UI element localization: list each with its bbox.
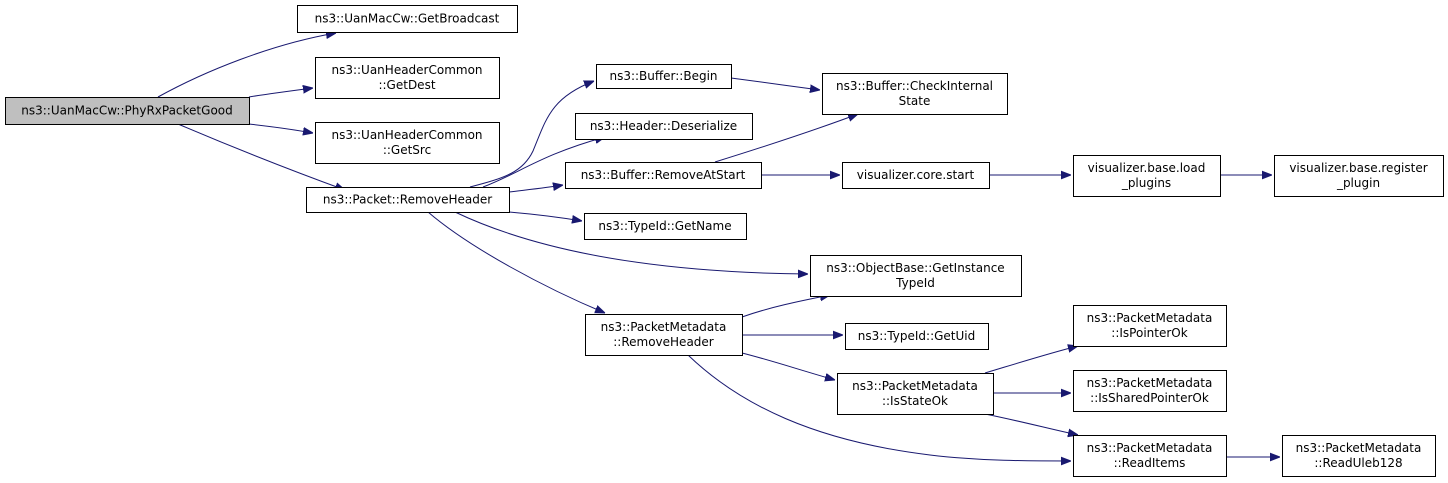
edge-isstate-to-readitems	[984, 413, 1078, 435]
node-label: ns3::PacketMetadata	[1087, 441, 1213, 455]
node-label: ::ReadUleb128	[1314, 456, 1402, 470]
node-label: ::ReadItems	[1114, 456, 1186, 470]
edge-ras-to-checkint	[714, 114, 858, 163]
edge-phyrx-to-removehdr	[177, 123, 345, 190]
edge-phyrx-to-getbcast	[157, 33, 336, 98]
node-label: visualizer.base.load	[1088, 161, 1206, 175]
node-phyrx[interactable]: ns3::UanMacCw::PhyRxPacketGood	[5, 97, 250, 125]
node-box	[845, 323, 989, 350]
node-box	[1274, 155, 1444, 197]
node-readuleb[interactable]: ns3::PacketMetadata::ReadUleb128	[1282, 435, 1436, 477]
node-label: ::IsPointerOk	[1111, 326, 1187, 340]
node-box	[306, 187, 510, 213]
node-label: ns3::TypeId::GetName	[598, 219, 731, 233]
node-label: TypeId	[895, 276, 935, 290]
node-isshared[interactable]: ns3::PacketMetadata::IsSharedPointerOk	[1073, 370, 1227, 412]
node-box	[297, 5, 518, 33]
edge-isstate-to-isptr	[984, 346, 1078, 374]
node-box	[810, 255, 1022, 297]
node-label: ns3::PacketMetadata	[601, 320, 727, 334]
node-box	[5, 97, 250, 125]
node-label: ns3::PacketMetadata	[1087, 376, 1213, 390]
node-label: _plugin	[1336, 176, 1380, 190]
node-box	[1073, 305, 1227, 347]
edge-phyrx-to-getsrc	[248, 123, 313, 133]
node-box	[565, 162, 762, 189]
node-pmremove[interactable]: ns3::PacketMetadata::RemoveHeader	[585, 314, 743, 356]
node-box	[596, 64, 732, 89]
edge-pmremove-to-isstate	[741, 352, 835, 380]
node-label: _plugins	[1121, 176, 1171, 190]
node-readitems[interactable]: ns3::PacketMetadata::ReadItems	[1073, 435, 1227, 477]
edge-phyrx-to-getdest	[248, 88, 313, 98]
node-label: ns3::PacketMetadata	[1296, 441, 1422, 455]
node-label: ::RemoveHeader	[613, 335, 714, 349]
node-getsrc[interactable]: ns3::UanHeaderCommon::GetSrc	[315, 122, 500, 164]
edge-removehdr-to-begin	[469, 81, 594, 188]
node-label: ns3::UanMacCw::PhyRxPacketGood	[21, 104, 233, 118]
node-box	[575, 113, 753, 140]
node-label: ::GetSrc	[383, 143, 431, 157]
node-getuid[interactable]: ns3::TypeId::GetUid	[845, 323, 989, 350]
node-label: ns3::Buffer::CheckInternal	[836, 79, 993, 93]
node-label: ns3::Packet::RemoveHeader	[323, 193, 492, 207]
node-label: ns3::TypeId::GetUid	[858, 329, 976, 343]
edge-removehdr-to-getname	[508, 211, 582, 221]
node-label: ns3::Buffer::RemoveAtStart	[581, 168, 746, 182]
node-begin[interactable]: ns3::Buffer::Begin	[596, 64, 732, 89]
edge-pmremove-to-readitems	[687, 354, 1071, 461]
node-box	[1282, 435, 1436, 477]
node-vcore[interactable]: visualizer.core.start	[842, 162, 990, 189]
nodes-layer: ns3::UanMacCw::PhyRxPacketGood ns3::UanMa…	[5, 5, 1444, 477]
node-label: ns3::Header::Deserialize	[590, 119, 737, 133]
node-box	[315, 57, 500, 99]
node-label: visualizer.core.start	[857, 168, 975, 182]
edge-removehdr-to-getinst	[454, 211, 808, 274]
node-label: ns3::UanHeaderCommon	[331, 128, 482, 142]
node-vreg[interactable]: visualizer.base.register_plugin	[1274, 155, 1444, 197]
node-removehdr[interactable]: ns3::Packet::RemoveHeader	[306, 187, 510, 213]
edge-removehdr-to-deser	[482, 137, 605, 188]
node-box	[585, 314, 743, 356]
node-box	[842, 162, 990, 189]
node-label: ns3::ObjectBase::GetInstance	[826, 261, 1004, 275]
node-vload[interactable]: visualizer.base.load_plugins	[1073, 155, 1221, 197]
node-isptr[interactable]: ns3::PacketMetadata::IsPointerOk	[1073, 305, 1227, 347]
edge-removehdr-to-ras	[508, 185, 563, 193]
node-getname[interactable]: ns3::TypeId::GetName	[584, 213, 747, 240]
edge-begin-to-checkint	[730, 77, 820, 90]
node-label: ns3::PacketMetadata	[1087, 311, 1213, 325]
node-ras[interactable]: ns3::Buffer::RemoveAtStart	[565, 162, 762, 189]
edges-layer	[157, 33, 1280, 461]
node-label: ::IsSharedPointerOk	[1090, 391, 1209, 405]
node-label: ns3::Buffer::Begin	[609, 69, 717, 83]
node-label: ns3::PacketMetadata	[852, 379, 978, 393]
node-box	[1073, 435, 1227, 477]
node-label: State	[899, 94, 931, 108]
node-box	[584, 213, 747, 240]
node-label: ::GetDest	[378, 78, 435, 92]
node-label: ::IsStateOk	[882, 394, 948, 408]
node-getdest[interactable]: ns3::UanHeaderCommon::GetDest	[315, 57, 500, 99]
node-label: ns3::UanMacCw::GetBroadcast	[315, 12, 500, 26]
node-box	[1073, 370, 1227, 412]
node-label: visualizer.base.register	[1289, 161, 1427, 175]
node-box	[837, 373, 994, 415]
node-getbcast[interactable]: ns3::UanMacCw::GetBroadcast	[297, 5, 518, 33]
node-deser[interactable]: ns3::Header::Deserialize	[575, 113, 753, 140]
node-label: ns3::UanHeaderCommon	[331, 63, 482, 77]
node-box	[1073, 155, 1221, 197]
edge-removehdr-to-pmremove	[427, 211, 605, 313]
node-box	[822, 73, 1008, 115]
edge-pmremove-to-getinst	[741, 295, 830, 318]
node-box	[315, 122, 500, 164]
node-isstate[interactable]: ns3::PacketMetadata::IsStateOk	[837, 373, 994, 415]
